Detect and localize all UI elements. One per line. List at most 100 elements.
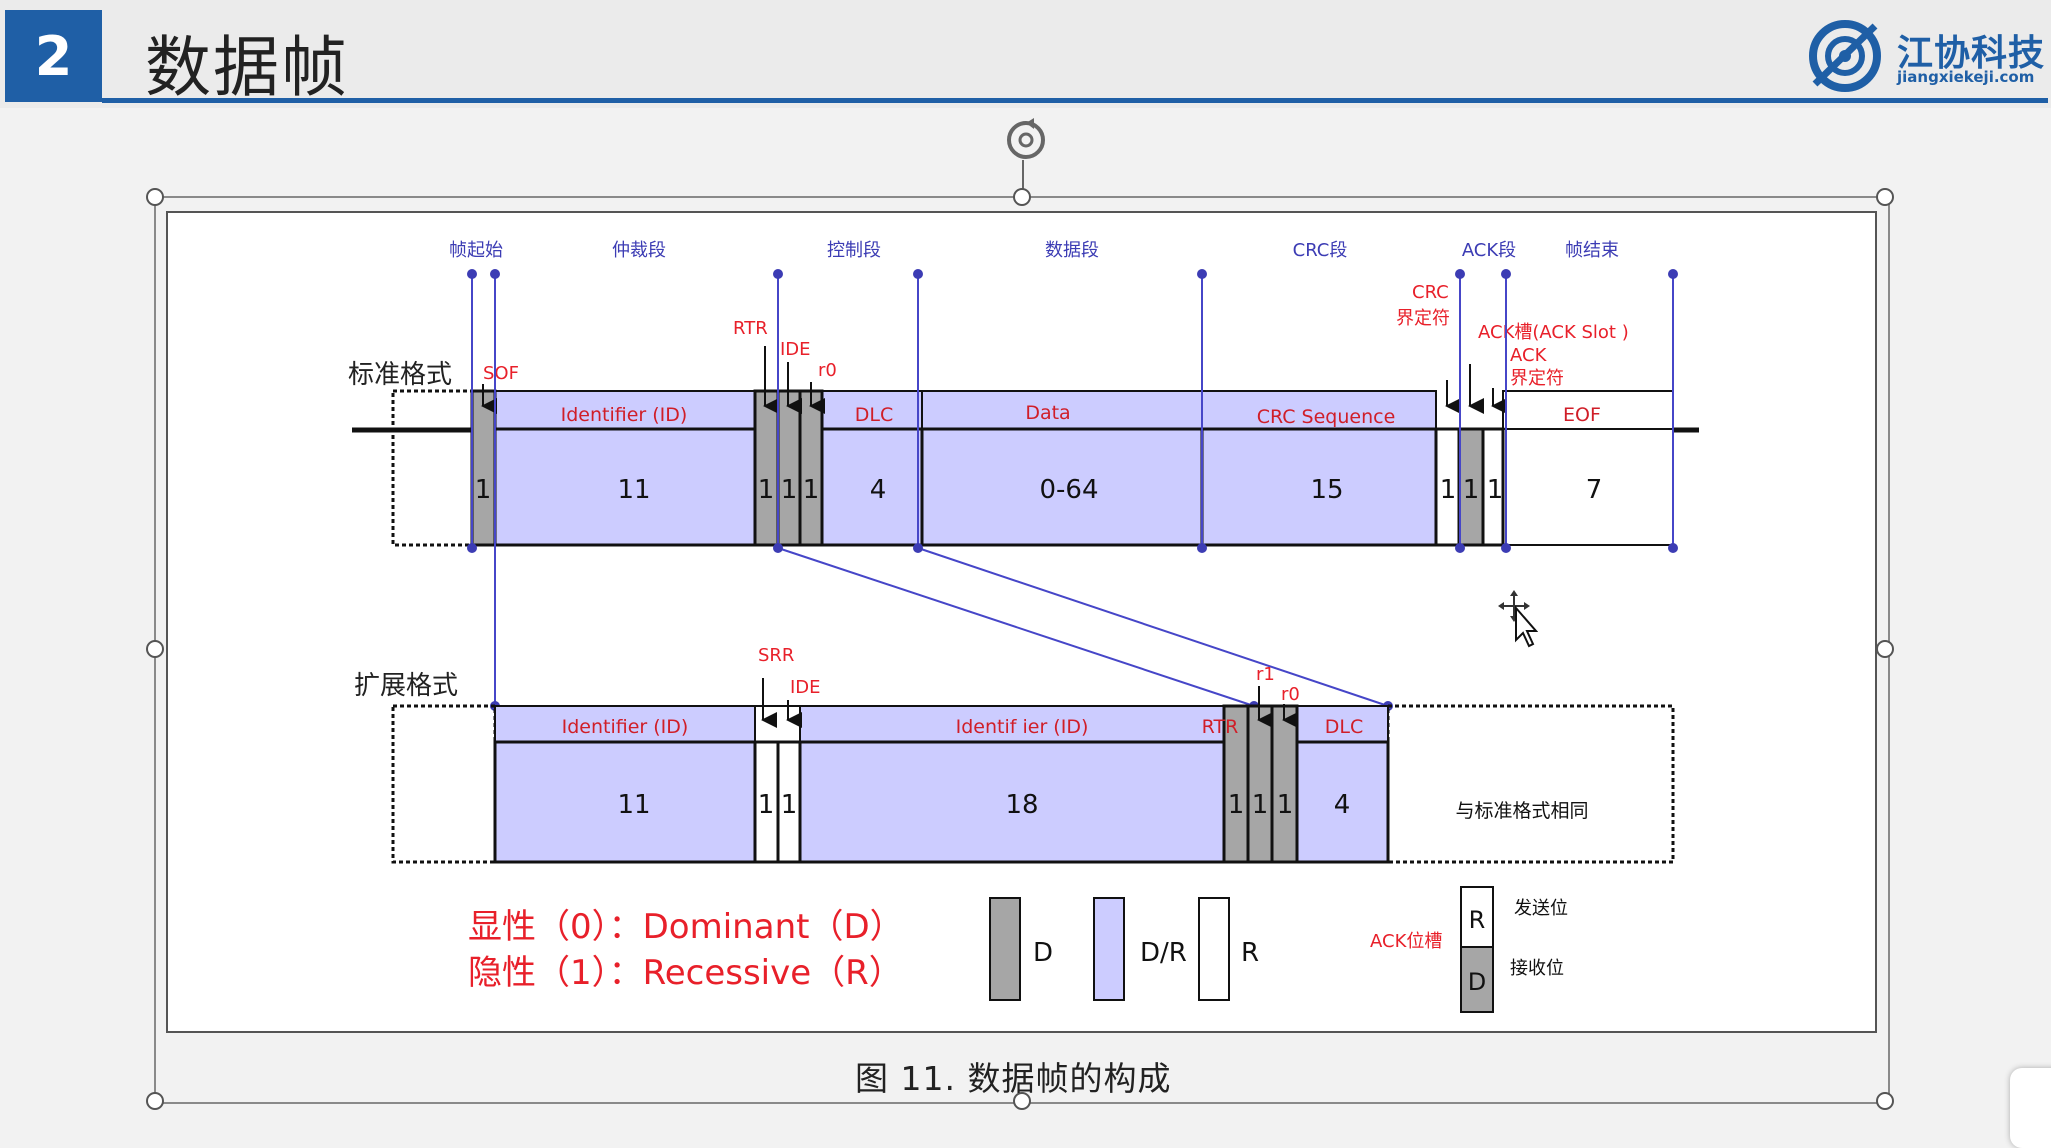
bits-sof: 1 [475, 475, 492, 505]
bits-data: 0-64 [1039, 475, 1098, 505]
bit-cell-ide [776, 389, 802, 547]
bit-cell-r0 [798, 389, 824, 547]
bits-id: 11 [617, 475, 650, 505]
ext-bit-cell-r0 [1270, 704, 1299, 864]
legend-swatch-dr [1093, 897, 1125, 1001]
bits-crc-delim: 1 [1440, 475, 1457, 505]
segment-label-sof: 帧起始 [449, 240, 503, 261]
resize-handle-e[interactable] [1876, 640, 1894, 658]
mark-ack-delim-1: ACK [1510, 345, 1548, 366]
bits-ack-delim: 1 [1487, 475, 1504, 505]
legend-label-r: R [1241, 938, 1259, 968]
resize-handle-nw[interactable] [146, 188, 164, 206]
standard-format-label: 标准格式 [348, 360, 452, 390]
bit-cell-ack-delim [1481, 427, 1505, 547]
ext-bits-rtr: 1 [1228, 790, 1245, 820]
resize-handle-w[interactable] [146, 640, 164, 658]
legend-recessive: 隐性（1）：Recessive（R） [468, 953, 903, 993]
legend-ack-box-d [1460, 946, 1494, 1013]
field-eof-name: EOF [1563, 404, 1601, 426]
resize-handle-n[interactable] [1013, 188, 1031, 206]
segment-label-control: 控制段 [827, 240, 881, 261]
mark-r1: r1 [1256, 664, 1275, 685]
legend-ack-slot-label: ACK位槽 [1370, 931, 1442, 952]
ext-bit-cell-id-b [798, 740, 1226, 864]
legend-swatch-r [1198, 897, 1230, 1001]
legend-ack-d: D [1468, 968, 1486, 996]
resize-handle-sw[interactable] [146, 1092, 164, 1110]
bits-ack-slot: 1 [1463, 475, 1480, 505]
ext-field-id-b-name: Identif ier (ID) [956, 716, 1089, 738]
ext-bit-cell-r1 [1246, 704, 1274, 864]
move-cursor-icon [1498, 590, 1538, 648]
resize-handle-se[interactable] [1876, 1092, 1894, 1110]
mark-crc-delim-1: CRC [1412, 282, 1449, 303]
mark-ide: IDE [780, 339, 811, 360]
mark-ack-delim-2: 界定符 [1510, 368, 1564, 389]
bit-cell-sof [470, 389, 497, 547]
field-crc-name: CRC Sequence [1257, 406, 1396, 428]
bits-dlc: 4 [870, 475, 887, 505]
rest-box-extended [1386, 704, 1675, 864]
field-data-strip [921, 390, 1203, 430]
segment-label-arbitration: 仲裁段 [612, 240, 666, 261]
slide-number: 2 [5, 10, 102, 102]
bit-cell-data [920, 427, 1204, 547]
header-divider [102, 98, 2048, 103]
ext-field-rtr-name: RTR [1202, 716, 1239, 738]
ext-bit-cell-id-a [493, 740, 757, 864]
legend-dominant: 显性（0）：Dominant（D） [468, 907, 904, 947]
bits-crc: 15 [1310, 475, 1343, 505]
ext-bits-id-a: 11 [617, 790, 650, 820]
rotate-handle-icon[interactable] [1000, 114, 1052, 166]
legend-swatch-d [989, 897, 1021, 1001]
ext-bits-id-b: 18 [1005, 790, 1038, 820]
can-data-frame-diagram[interactable]: 帧起始 仲裁段 控制段 数据段 CRC段 ACK段 帧结束 标准格式 Ident… [166, 211, 1877, 1033]
legend-label-d: D [1033, 938, 1053, 968]
diagram-canvas: 帧起始 仲裁段 控制段 数据段 CRC段 ACK段 帧结束 标准格式 Ident… [348, 240, 1699, 1013]
extended-format-label: 扩展格式 [354, 671, 458, 701]
mark-ext-r0: r0 [1281, 684, 1300, 705]
ext-bits-ide: 1 [781, 790, 798, 820]
mark-sof: SOF [483, 363, 519, 384]
legend-recv-bit: 接收位 [1510, 958, 1564, 979]
bits-r0: 1 [803, 475, 820, 505]
bits-ide: 1 [781, 475, 798, 505]
ext-bits-srr: 1 [758, 790, 775, 820]
segment-label-crc: CRC段 [1293, 240, 1348, 261]
corner-page-preview [2010, 1068, 2051, 1148]
bit-cell-dlc [820, 427, 924, 547]
slide-title: 数据帧 [145, 29, 349, 106]
resize-handle-ne[interactable] [1876, 188, 1894, 206]
mark-rtr: RTR [733, 318, 768, 339]
idle-box-standard [391, 389, 475, 547]
mark-srr: SRR [758, 645, 794, 666]
legend-ack-r: R [1469, 906, 1486, 934]
field-dlc-name: DLC [855, 404, 893, 426]
bit-cell-crc [1200, 427, 1438, 547]
segment-label-data: 数据段 [1045, 240, 1099, 261]
legend-send-bit: 发送位 [1514, 898, 1568, 919]
field-data-name: Data [1025, 402, 1070, 424]
rotate-handle-stem [1022, 160, 1024, 196]
ext-field-srr-strip [754, 705, 801, 743]
figure-caption: 图 11. 数据帧的构成 [855, 1059, 1172, 1098]
bits-eof: 7 [1586, 475, 1603, 505]
idle-box-extended [391, 704, 497, 864]
bit-cell-rtr [753, 389, 780, 547]
ext-bit-cell-dlc [1295, 740, 1390, 864]
legend-label-dr: D/R [1140, 938, 1187, 968]
field-id-name: Identifier (ID) [561, 404, 688, 426]
resize-handle-s[interactable] [1013, 1092, 1031, 1110]
mark-ack-slot: ACK槽(ACK Slot ) [1478, 322, 1629, 343]
mark-r0: r0 [818, 360, 837, 381]
segment-label-eof: 帧结束 [1565, 240, 1619, 261]
logo-name: 江协科技 [1897, 33, 2046, 74]
ext-bits-r1: 1 [1252, 790, 1269, 820]
bit-cell-id [493, 427, 757, 547]
segment-label-ack: ACK段 [1462, 240, 1516, 261]
mark-crc-delim-2: 界定符 [1396, 308, 1450, 329]
logo-icon [1809, 20, 1881, 92]
ext-bits-dlc: 4 [1334, 790, 1351, 820]
ext-rest-same-as-standard: 与标准格式相同 [1455, 800, 1588, 822]
